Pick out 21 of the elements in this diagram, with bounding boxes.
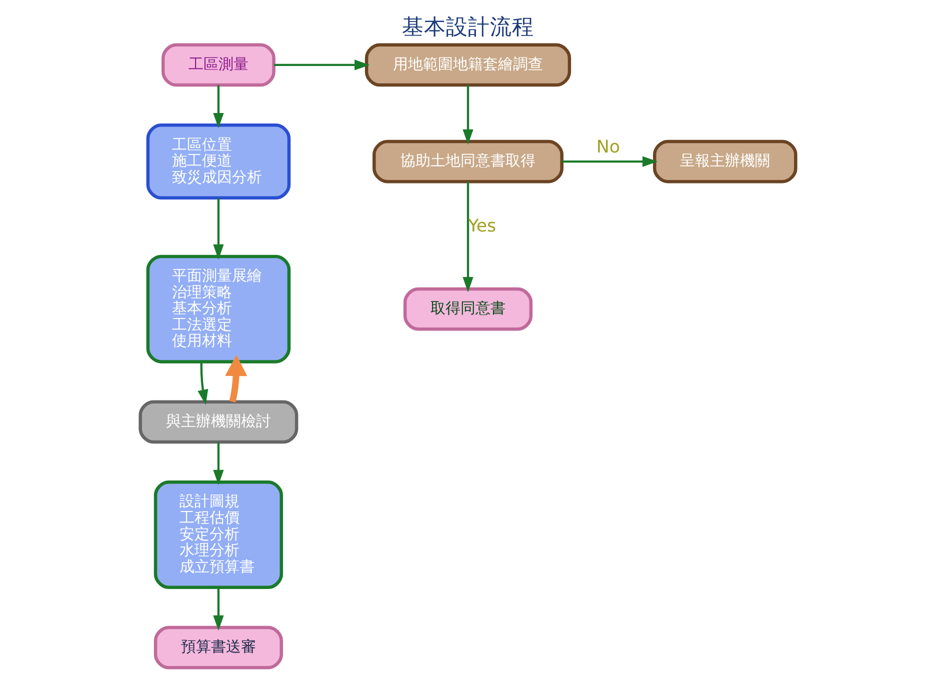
arrow <box>462 85 474 145</box>
node-box: 設計圖規 工程估價 安定分析 水理分析 成立預算書 <box>154 480 284 589</box>
node-box: 與主辦機關檢討 <box>138 400 298 444</box>
arrow <box>462 182 474 292</box>
node-box: 協助土地同意書取得 <box>372 140 564 184</box>
edge-label: No <box>596 138 620 158</box>
node-box: 平面測量展繪 治理策略 基本分析 工法選定 使用材料 <box>146 254 291 364</box>
node-box: 工區測量 <box>162 43 276 87</box>
arrow <box>274 60 370 70</box>
arrow <box>213 588 224 631</box>
node-box: 取得同意書 <box>403 287 533 331</box>
node-box: 工區位置 施工便道 致災成因分析 <box>146 124 291 200</box>
node-box: 用地範圍地籍套繪調查 <box>364 43 572 87</box>
node-box: 預算書送審 <box>154 626 284 670</box>
arrow <box>562 156 658 167</box>
arrow <box>213 198 224 260</box>
arrow <box>213 85 224 128</box>
node-box: 呈報主辦機關 <box>652 140 798 184</box>
arrow <box>198 362 208 405</box>
diagram-title: 基本設計流程 <box>402 15 534 40</box>
arrow <box>213 442 224 486</box>
